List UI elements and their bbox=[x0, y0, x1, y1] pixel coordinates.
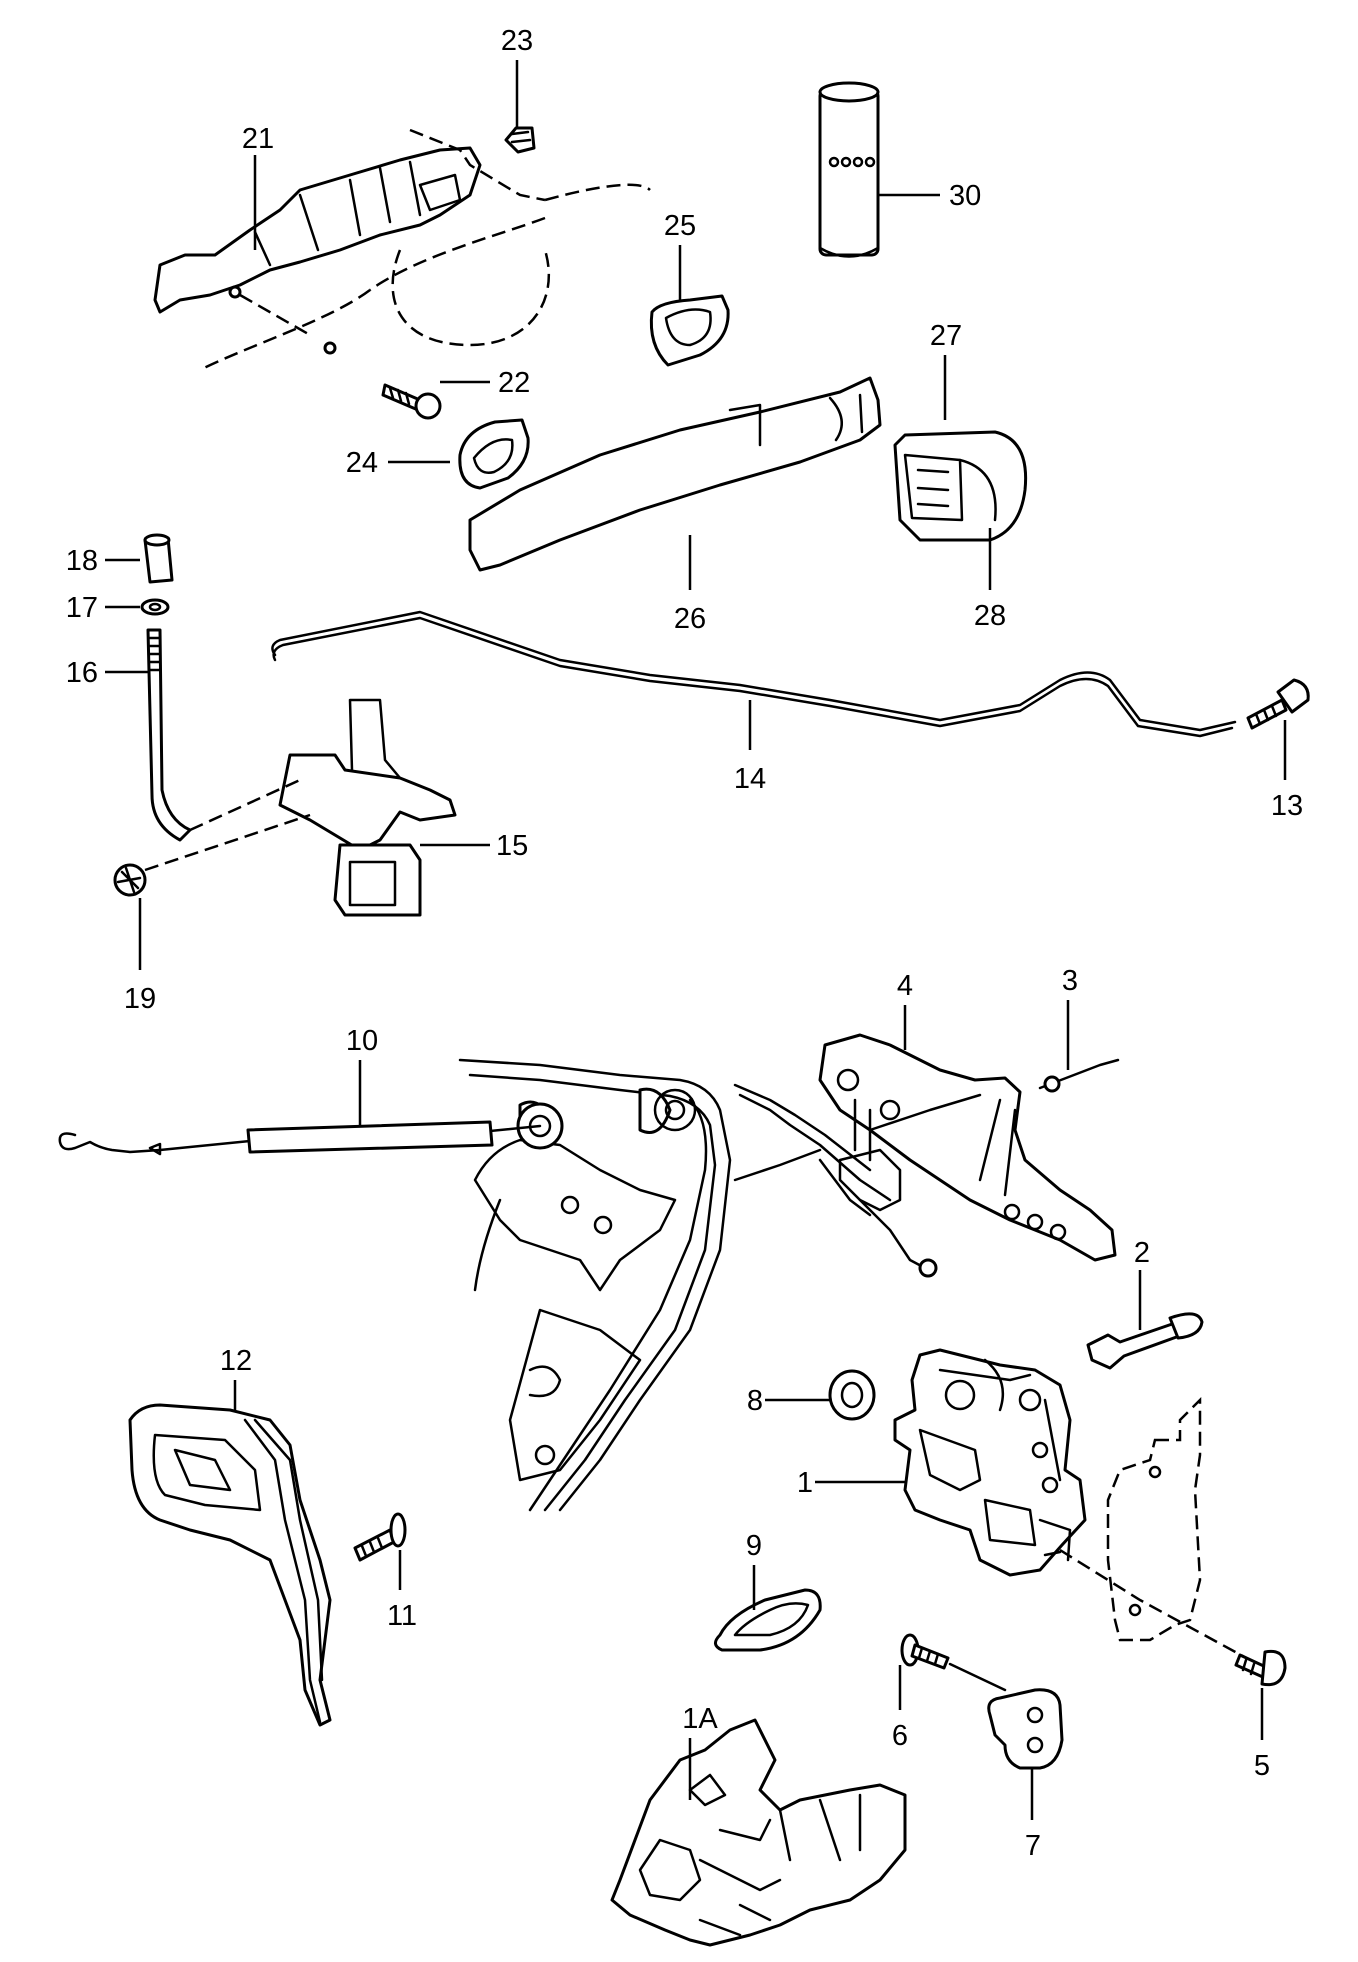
callout-30: 30 bbox=[949, 180, 981, 212]
callout-18: 18 bbox=[66, 545, 98, 577]
callout-10: 10 bbox=[346, 1025, 378, 1057]
callout-17: 17 bbox=[66, 592, 98, 624]
part-24-gasket bbox=[458, 418, 530, 490]
callout-27: 27 bbox=[930, 320, 962, 352]
door-panel-outline bbox=[1059, 1396, 1251, 1662]
callout-8: 8 bbox=[747, 1385, 763, 1417]
callout-23: 23 bbox=[501, 25, 533, 57]
callout-9: 9 bbox=[746, 1530, 762, 1562]
part-26-door-handle bbox=[468, 376, 882, 572]
part-3-pin bbox=[1038, 1058, 1120, 1093]
part-22-screw bbox=[381, 383, 442, 420]
part-27-28-end-cap bbox=[893, 430, 1028, 542]
part-16-lock-rod bbox=[146, 628, 192, 842]
callout-24: 24 bbox=[346, 447, 378, 479]
callout-21: 21 bbox=[242, 123, 274, 155]
callout-12: 12 bbox=[220, 1345, 252, 1377]
callout-14: 14 bbox=[734, 763, 766, 795]
callout-3: 3 bbox=[1062, 965, 1078, 997]
part-10-cable bbox=[58, 1120, 542, 1156]
callout-5: 5 bbox=[1254, 1750, 1270, 1782]
assembly-line-6-7 bbox=[948, 1662, 1007, 1692]
callout-11: 11 bbox=[387, 1600, 417, 1632]
callout-1: 1 bbox=[797, 1467, 813, 1499]
part-19-grommet bbox=[113, 863, 147, 897]
part-7-plate bbox=[987, 1688, 1064, 1770]
callout-22: 22 bbox=[498, 367, 530, 399]
callout-19: 19 bbox=[124, 983, 156, 1015]
part-21-handle-bracket bbox=[153, 128, 651, 372]
part-9-seal bbox=[714, 1588, 822, 1652]
callout-1a: 1A bbox=[682, 1703, 718, 1735]
part-12-inner-handle bbox=[128, 1403, 332, 1727]
part-14-rod bbox=[271, 610, 1237, 738]
part-1a-cover bbox=[610, 1718, 907, 1947]
part-8-grommet bbox=[828, 1369, 876, 1421]
callout-13: 13 bbox=[1271, 790, 1303, 822]
part-30-grease-can bbox=[818, 81, 880, 258]
callout-28: 28 bbox=[974, 600, 1006, 632]
callout-16: 16 bbox=[66, 657, 98, 689]
part-13-screw bbox=[1246, 678, 1310, 730]
door-frame bbox=[458, 1058, 892, 1512]
callout-7: 7 bbox=[1025, 1830, 1041, 1862]
part-23-clip bbox=[504, 126, 536, 154]
part-6-screw bbox=[900, 1633, 950, 1670]
part-1-lock bbox=[893, 1348, 1087, 1577]
callouts: 23 21 30 25 22 27 24 18 26 28 17 16 14 1… bbox=[66, 25, 1303, 1862]
part-15-linkage-bracket bbox=[278, 698, 457, 917]
leader-lines bbox=[105, 60, 1287, 1820]
part-17-washer bbox=[140, 598, 170, 616]
part-2-cable-end bbox=[1086, 1312, 1204, 1370]
callout-15: 15 bbox=[496, 830, 528, 862]
part-18-cap bbox=[143, 533, 174, 584]
part-5-screw bbox=[1234, 1649, 1287, 1687]
callout-2: 2 bbox=[1134, 1237, 1150, 1269]
callout-4: 4 bbox=[897, 970, 913, 1002]
callout-6: 6 bbox=[892, 1720, 908, 1752]
assembly-line-19-15 bbox=[144, 813, 311, 872]
part-4-bracket bbox=[818, 1033, 1117, 1278]
callout-25: 25 bbox=[664, 210, 696, 242]
part-25-gasket bbox=[649, 294, 730, 367]
part-11-screw bbox=[353, 1512, 407, 1562]
callout-26: 26 bbox=[674, 603, 706, 635]
